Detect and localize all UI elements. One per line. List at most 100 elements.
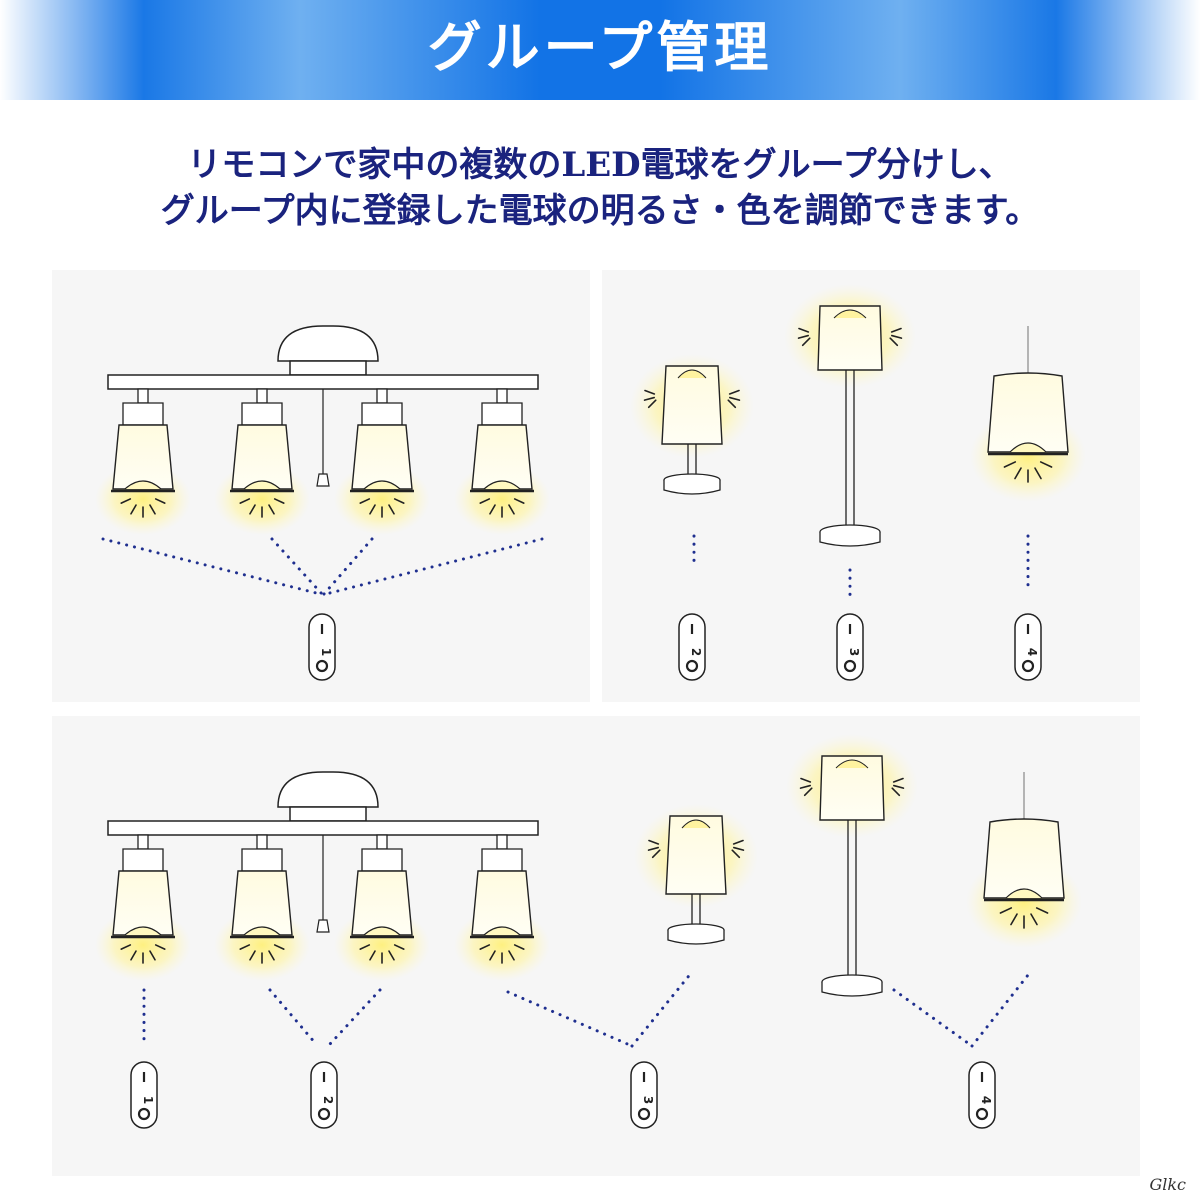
light-ray (369, 950, 376, 961)
switch-off-mark (1021, 659, 1035, 673)
light-ray (1039, 461, 1053, 468)
table-lamp (643, 365, 741, 495)
light-ray (999, 907, 1013, 914)
light-ray (393, 498, 405, 504)
light-ray (508, 950, 515, 961)
light-ray (1035, 907, 1049, 914)
spot-shade (112, 424, 174, 490)
spot-neck (122, 402, 164, 426)
light-ray (797, 334, 810, 339)
switch-body (130, 1061, 158, 1129)
light-ray (801, 337, 811, 347)
floor-lamp-base (821, 982, 883, 997)
switch-off-mark (317, 1107, 331, 1121)
light-ray (732, 846, 745, 851)
link-dotted-line (970, 968, 1034, 1048)
spot-bulb (483, 480, 521, 490)
switch-number-label: 1 (141, 1096, 155, 1104)
table-lamp-base (663, 480, 721, 495)
light-ray (359, 944, 371, 950)
switch-off-mark (685, 659, 699, 673)
switch-number-label: 4 (1025, 648, 1039, 656)
light-ray (479, 944, 491, 950)
watermark: Glkc (1149, 1175, 1186, 1194)
switch-group-2: 2 (678, 613, 706, 681)
spot-bulb (243, 480, 281, 490)
switch-body (968, 1061, 996, 1129)
switch-off-mark (843, 659, 857, 673)
spot-mount (376, 834, 388, 850)
fixture-bar (107, 820, 539, 836)
light-ray (130, 950, 137, 961)
light-ray (249, 504, 256, 515)
light-ray (892, 784, 905, 789)
light-ray (644, 389, 656, 395)
light-ray (1010, 913, 1018, 926)
switch-number-label: 2 (689, 648, 703, 656)
light-ray (648, 839, 660, 845)
link-dotted-line (268, 988, 318, 1046)
spot-bulb (483, 926, 521, 936)
spot-mount (137, 834, 149, 850)
spot-bulb (363, 480, 401, 490)
light-ray (508, 504, 515, 515)
spot-shade (351, 870, 413, 936)
canopy-base (289, 806, 367, 822)
link-dotted-line (322, 537, 374, 596)
switch-number-label: 4 (979, 1096, 993, 1104)
light-ray (800, 777, 812, 783)
light-ray (154, 498, 166, 504)
spot-shade (231, 870, 293, 936)
pendant-shade (983, 818, 1065, 899)
switch-number-label: 3 (847, 648, 861, 656)
light-ray (647, 846, 660, 851)
switch-off-mark (975, 1107, 989, 1121)
pendant-bulb (1005, 888, 1043, 899)
table-lamp-shade (665, 815, 727, 895)
light-ray (728, 389, 740, 395)
pendant-lamp (983, 772, 1065, 929)
light-ray (388, 950, 395, 961)
switch-group-3: 3 (836, 613, 864, 681)
spot-mount (376, 388, 388, 404)
light-ray (889, 337, 899, 347)
light-ray (388, 504, 395, 515)
spot-neck (122, 848, 164, 872)
light-ray (149, 950, 156, 961)
spot-shade (351, 424, 413, 490)
floor-lamp (799, 755, 905, 997)
floor-lamp (797, 305, 903, 547)
switch-body (308, 613, 336, 681)
light-ray (1030, 913, 1038, 926)
switch-group-1: 1 (308, 613, 336, 681)
switch-body (630, 1061, 658, 1129)
spot-mount (496, 834, 508, 850)
link-dotted-line (630, 970, 694, 1048)
light-ray (359, 498, 371, 504)
spot-shade (471, 870, 533, 936)
light-ray (489, 504, 496, 515)
link-dotted-line (506, 990, 634, 1048)
spot-neck (361, 848, 403, 872)
spot-bulb (363, 926, 401, 936)
spot-neck (481, 848, 523, 872)
link-dotted-line (270, 537, 324, 596)
ceiling-light-fixture (107, 771, 539, 964)
floor-lamp-base (819, 532, 881, 547)
light-ray (369, 504, 376, 515)
switch-body (678, 613, 706, 681)
pull-cord-handle (316, 473, 330, 487)
light-ray (647, 399, 657, 409)
switch-body (310, 1061, 338, 1129)
light-ray (651, 849, 661, 859)
light-ray (890, 327, 902, 333)
light-ray (149, 504, 156, 515)
spot-mount (496, 388, 508, 404)
light-ray (273, 944, 285, 950)
link-dotted-line (892, 988, 974, 1048)
spot-mount (256, 834, 268, 850)
light-ray (727, 399, 737, 409)
switch-c-group-4: 4 (968, 1061, 996, 1129)
floor-lamp-bulb (835, 759, 869, 769)
